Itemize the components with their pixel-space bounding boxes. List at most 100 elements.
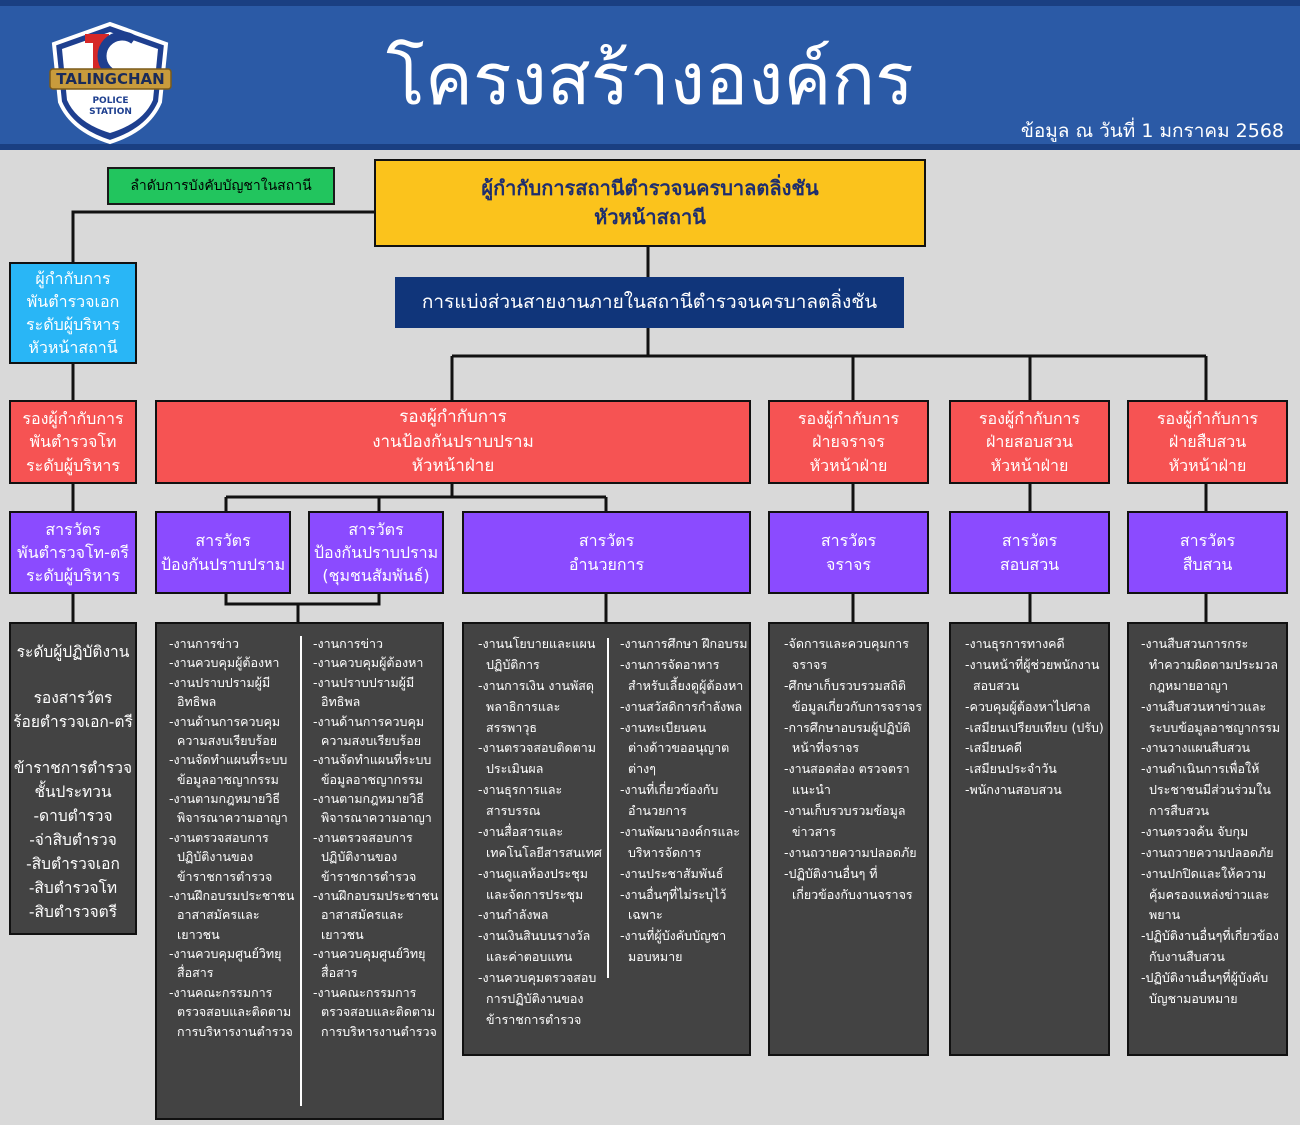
duty-item: -งานจัดทำแผนที่ระบบข้อมูลอาชญากรรม <box>313 752 432 787</box>
police-station-logo: TALINGCHAN POLICE STATION <box>49 21 172 145</box>
duty-item: -งานควบคุมศูนย์วิทยุสื่อสาร <box>169 946 282 981</box>
deputy-traffic: รองผู้กำกับการ ฝ่ายจราจร หัวหน้าฝ่าย <box>768 400 929 484</box>
level-line <box>11 734 135 756</box>
column-divider <box>300 636 302 1106</box>
duty-item: -งานทะเบียนคนต่างด้าวขออนุญาตต่างๆ <box>620 719 730 777</box>
duty-item: -งานสืบสวนหาข่าวและระบบข้อมูลอาชญากรรม <box>1141 698 1281 735</box>
duty-item: -งานที่เกี่ยวข้องกับอำนวยการ <box>620 782 719 818</box>
svg-text:TALINGCHAN: TALINGCHAN <box>56 70 164 88</box>
duty-item: -งานสื่อสารและเทคโนโลยีสารสนเทศ <box>478 823 602 860</box>
duty-item: -งานถวายความปลอดภัย <box>784 844 917 860</box>
inspector-line: ป้องกันปราบปราม <box>160 554 286 574</box>
deputy-line: ระดับผู้บริหาร <box>26 455 120 475</box>
duties-list: -งานการศึกษา ฝึกอบรม -งานการจัดอาหารสำหรั… <box>620 634 748 968</box>
line-prev-duties <box>224 594 381 622</box>
deputy-line: รองผู้กำกับการ <box>978 409 1081 429</box>
deputy-line: หัวหน้าฝ่าย <box>411 456 495 477</box>
level-line: รองสารวัตร <box>33 689 113 708</box>
duties-list: -งานการข่าว-งานควบคุมผู้ต้องหา-งานปราบปร… <box>313 634 439 1041</box>
inspector-line: สารวัตร <box>348 519 404 539</box>
operational-levels-box: ระดับผู้ปฏิบัติงาน รองสารวัตร ร้อยตำรวจเ… <box>9 622 137 935</box>
duty-item: -งานประชาสัมพันธ์ <box>620 865 724 881</box>
inspector-line: สารวัตร <box>1001 531 1058 551</box>
level-line: -ดาบตำรวจ <box>33 807 113 826</box>
duty-item: -งานตามกฎหมายวิธีพิจารณาความอาญา <box>169 791 288 826</box>
duty-item: -งานการเงิน งานพัสดุ พลาธิการและสรรพาวุธ <box>478 677 595 735</box>
deputy-box-rank: รองผู้กำกับการ พันตำรวจโท ระดับผู้บริหาร <box>9 400 137 484</box>
duty-item: -งานดำเนินการเพื่อให้ประชาชนมีส่วนร่วมใน… <box>1141 761 1271 818</box>
inspector-line: สารวัตร <box>45 519 101 539</box>
duty-item: -ควบคุมผู้ต้องหาไปศาล <box>965 698 1091 714</box>
duty-item: -ศึกษาเก็บรวบรวมสถิติข้อมูลเกี่ยวกับการจ… <box>784 677 923 714</box>
chief-box: ผู้กำกับการสถานีตำรวจนครบาลตลิ่งชัน หัวห… <box>374 159 926 247</box>
inspector-inquiry: สารวัตร สอบสวน <box>949 511 1110 594</box>
duty-item: -งานปราบปรามผู้มีอิทธิพล <box>169 674 271 710</box>
inspector-line: สืบสวน <box>1182 554 1233 574</box>
level-line: ระดับผู้ปฏิบัติงาน <box>16 643 130 661</box>
deputy-line: พันตำรวจโท <box>29 432 117 452</box>
duties-traffic-panel: -จัดการและควบคุมการจราจร-ศึกษาเก็บรวบรวม… <box>768 622 929 1056</box>
duty-item: -งานตรวจค้น จับกุม <box>1141 823 1249 839</box>
deputy-prevention: รองผู้กำกับการ งานป้องกันปราบปราม หัวหน้… <box>155 400 751 484</box>
legend-command-order: ลำดับการบังคับบัญชาในสถานี <box>107 167 335 205</box>
inspector-line: สารวัตร <box>578 531 635 551</box>
duty-item: -งานสวัสดิการกำลังพล <box>620 698 743 714</box>
duty-item: -งานหน้าที่ผู้ช่วยพนักงานสอบสวน <box>965 656 1100 693</box>
deputy-line: งานป้องกันปราบปราม <box>372 431 534 452</box>
svg-text:STATION: STATION <box>89 107 132 117</box>
duty-item: -งานการจัดอาหารสำหรับเลี้ยงดูผู้ต้องหา <box>620 656 744 693</box>
inspector-traffic: สารวัตร จราจร <box>768 511 929 594</box>
duty-item: -ปฏิบัติงานอื่นๆที่ผู้บังคับบัญชามอบหมาย <box>1141 970 1269 1006</box>
chief-role: หัวหน้าสถานี <box>594 205 706 229</box>
duty-item: -งานสืบสวนการกระทำความผิดตามประมวลกฎหมาย… <box>1141 636 1278 693</box>
duty-item: -งานฝึกอบรมประชาชนอาสาสมัครและเยาวชน <box>313 887 439 942</box>
duty-item: -งานการศึกษา ฝึกอบรม <box>620 636 748 651</box>
level-line: -จ่าสิบตำรวจ <box>29 831 117 850</box>
deputy-line: รองผู้กำกับการ <box>399 407 507 428</box>
duty-item: -งานฝึกอบรมประชาชนอาสาสมัครและเยาวชน <box>169 887 295 942</box>
line-chief-left <box>71 210 374 262</box>
duties-list: -งานการข่าว-งานควบคุมผู้ต้องหา-งานปราบปร… <box>169 634 295 1041</box>
duty-item: -งานตรวจสอบติดตามประเมินผล <box>478 740 597 777</box>
inspector-line: สอบสวน <box>999 554 1060 574</box>
duty-item: -งานเก็บรวบรวมข้อมูลข่าวสาร <box>784 803 906 839</box>
duty-item: -เสมียนคดี <box>965 740 1023 756</box>
deputy-line: ฝ่ายสอบสวน <box>986 432 1073 452</box>
duty-item: -งานด้านการควบคุมความสงบเรียบร้อย <box>313 713 425 748</box>
duty-item: -งานธุรการทางคดี <box>965 636 1065 651</box>
inspector-line: (ชุมชนสัมพันธ์) <box>322 566 430 586</box>
superintendent-line: หัวหน้าสถานี <box>28 338 118 358</box>
superintendent-line: ผู้กำกับการ <box>35 268 111 288</box>
duty-item: -งานควบคุมตรวจสอบการปฏิบัติงานของข้าราชก… <box>478 970 597 1027</box>
level-line: -สิบตำรวจตรี <box>28 903 118 922</box>
level-line: ร้อยตำรวจเอก-ตรี <box>13 713 133 732</box>
duty-item: -งานควบคุมผู้ต้องหา <box>313 655 424 671</box>
duty-item: -งานตรวจสอบการปฏิบัติงานของข้าราชการตำรว… <box>169 829 273 884</box>
duty-item: -งานตรวจสอบการปฏิบัติงานของข้าราชการตำรว… <box>313 829 417 884</box>
duty-item: -ปฏิบัติงานอื่นๆที่เกี่ยวข้องกับงานสืบสว… <box>1141 928 1279 965</box>
inspector-line: จราจร <box>826 554 871 574</box>
duty-item: -งานสอดส่อง ตรวจตราแนะนำ <box>784 761 910 798</box>
chief-title: ผู้กำกับการสถานีตำรวจนครบาลตลิ่งชัน <box>481 176 819 200</box>
duty-item: -งานการข่าว <box>313 636 384 651</box>
duty-item: -งานคณะกรรมการตรวจสอบและติดตาม การบริหาร… <box>313 984 437 1039</box>
duties-list: -งานนโยบายและแผนปฏิบัติการ -งานการเงิน งา… <box>478 634 602 1031</box>
duty-item: -งานพัฒนาองค์กรและบริหารจัดการ <box>620 823 740 860</box>
duty-item: -การศึกษาอบรมผู้ปฏิบัติหน้าที่จราจร <box>784 719 911 756</box>
duty-item: -งานที่ผู้บังคับบัญชามอบหมาย <box>620 928 727 965</box>
duty-item: -งานดูแลห้องประชุมและจัดการประชุม <box>478 865 588 902</box>
duty-item: -งานด้านการควบคุมความสงบเรียบร้อย <box>169 713 281 748</box>
duty-item: -งานปกปิดและให้ความคุ้มครองแหล่งข่าวและพ… <box>1141 865 1270 923</box>
inspector-box-rank: สารวัตร พันตำรวจโท-ตรี ระดับผู้บริหาร <box>9 511 137 594</box>
data-date: ข้อมูล ณ วันที่ 1 มกราคม 2568 <box>1020 120 1284 142</box>
duty-item: -งานนโยบายและแผนปฏิบัติการ <box>478 636 596 672</box>
deputy-line: รองผู้กำกับการ <box>797 409 900 429</box>
duty-item: -งานธุรการและสารบรรณ <box>478 782 563 818</box>
inspector-line: สารวัตร <box>1179 531 1236 551</box>
level-line: ชั้นประทวน <box>34 783 112 802</box>
duty-item: -งานการข่าว <box>169 636 240 651</box>
duty-item: -งานควบคุมศูนย์วิทยุสื่อสาร <box>313 946 426 981</box>
level-line <box>11 664 135 686</box>
deputy-inquiry: รองผู้กำกับการ ฝ่ายสอบสวน หัวหน้าฝ่าย <box>949 400 1110 484</box>
